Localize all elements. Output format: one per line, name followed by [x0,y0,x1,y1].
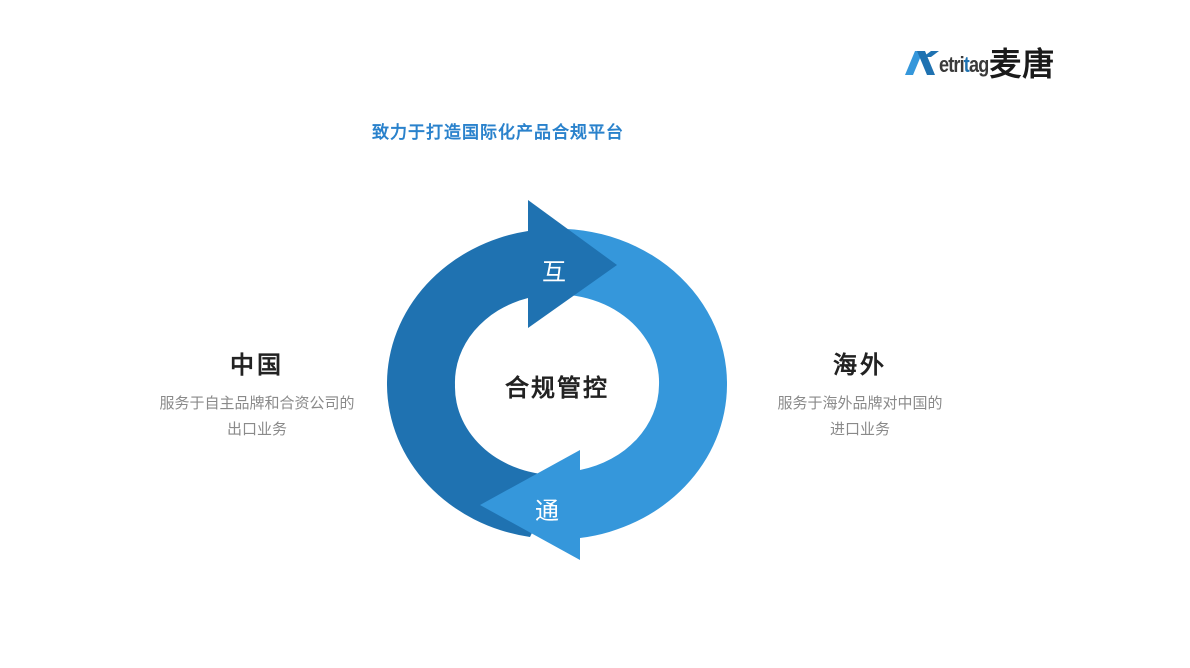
overseas-description-line1: 服务于海外品牌对中国的 [777,394,943,412]
overseas-description-line2: 进口业务 [829,420,890,438]
bottom-arrow-label: 通 [535,497,559,525]
overseas-panel: 海外 服务于海外品牌对中国的 进口业务 [742,345,978,442]
logo-chinese-name: 麦唐 [989,45,1056,83]
bottom-arrow-head [480,450,580,560]
dark-arc [386,231,560,537]
metritag-m-logo-icon [905,51,939,75]
top-arrow-head [528,200,617,328]
overseas-title: 海外 [833,351,887,379]
china-title: 中国 [230,351,284,379]
page-tagline: 致力于打造国际化产品合规平台 [372,123,624,143]
logo-wordmark: etritag [939,52,989,77]
china-panel: 中国 服务于自主品牌和合资公司的 出口业务 [128,345,386,442]
center-label: 合规管控 [505,374,609,402]
china-description-line2: 出口业务 [226,420,287,438]
top-arrow-label: 互 [542,258,566,286]
china-description-line1: 服务于自主品牌和合资公司的 [159,394,355,412]
light-arc [528,228,728,538]
brand-logo: etritag 麦唐 [905,42,1056,83]
